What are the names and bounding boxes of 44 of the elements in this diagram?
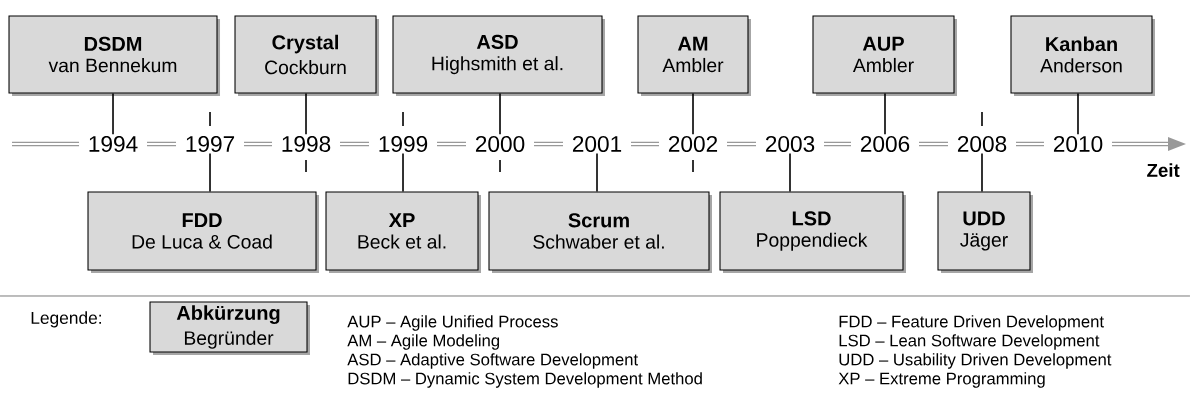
year-label: 1997 — [186, 135, 235, 153]
connector-line — [305, 92, 307, 136]
legend-entry: LSD – Lean Software Development — [839, 334, 1100, 350]
legend-entry: AUP – Agile Unified Process — [347, 315, 558, 331]
connector-line — [981, 152, 983, 193]
year-label: 2003 — [765, 135, 815, 153]
connector-line — [692, 92, 694, 136]
method-box: FDD De Luca & Coad — [87, 191, 319, 273]
year-label: 2008 — [957, 135, 1007, 153]
connector-line — [402, 152, 404, 193]
legend-heading: Legende: — [31, 311, 101, 328]
year-label: 2001 — [572, 135, 622, 153]
legend-box: Abkürzung Begründer — [149, 301, 310, 355]
year-label: 2010 — [1053, 135, 1103, 153]
method-box: AUP Ambler — [812, 15, 957, 96]
connector-line — [1077, 92, 1079, 136]
legend-entry: DSDM – Dynamic System Development Method — [348, 372, 702, 388]
connector-line — [789, 152, 791, 193]
connector-line — [112, 92, 114, 136]
year-label: 1999 — [379, 135, 428, 153]
year-label: 2000 — [475, 135, 525, 153]
legend-entry: FDD – Feature Driven Development — [839, 315, 1104, 331]
method-box: DSDM van Bennekum — [8, 15, 220, 96]
method-box: AM Ambler — [637, 15, 751, 96]
method-box: Crystal Cockburn — [234, 15, 379, 96]
legend-entry: ASD – Adaptive Software Development — [347, 353, 638, 369]
method-box: Kanban Anderson — [1010, 15, 1155, 96]
method-box: LSD Poppendieck — [719, 191, 906, 273]
legend-entry: UDD – Usability Driven Development — [839, 353, 1112, 369]
method-box: Scrum Schwaber et al. — [488, 191, 712, 273]
method-box: UDD Jäger — [937, 191, 1033, 273]
connector-line — [884, 92, 886, 136]
year-label: 1998 — [282, 135, 331, 153]
year-label: 2006 — [860, 135, 910, 153]
connector-line — [209, 152, 211, 193]
year-label: 1994 — [89, 135, 138, 153]
axis-label: Zeit — [1147, 163, 1180, 177]
year-label: 2002 — [668, 135, 718, 153]
legend-entry: XP – Extreme Programming — [838, 372, 1045, 388]
legend-entry: AM – Agile Modeling — [347, 334, 499, 350]
method-box: ASD Highsmith et al. — [392, 15, 605, 96]
connector-line — [596, 152, 598, 193]
connector-line — [499, 92, 501, 136]
method-box: XP Beck et al. — [325, 191, 481, 273]
